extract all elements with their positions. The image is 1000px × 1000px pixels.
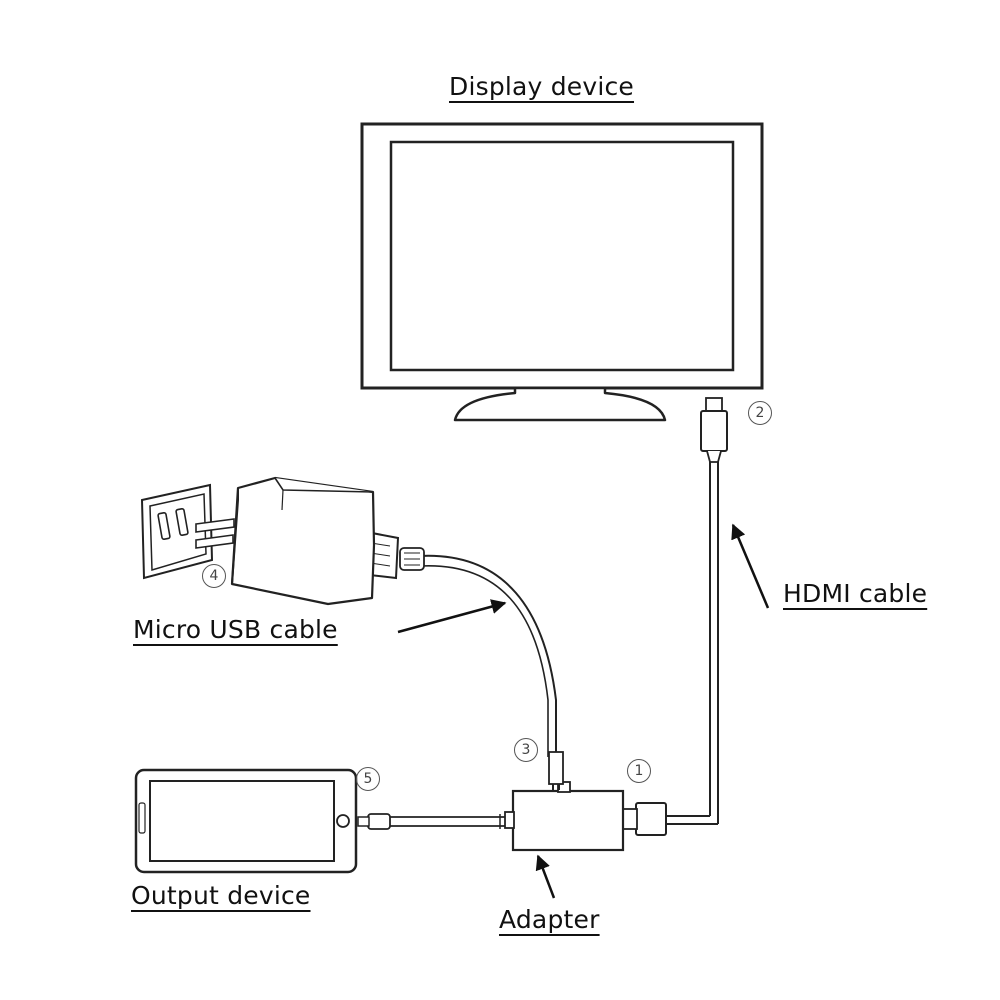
arrow-adapter [535, 854, 556, 899]
marker-5: 5 [356, 767, 380, 791]
arrow-micro-usb-cable [397, 599, 507, 634]
adapter-box [504, 781, 625, 852]
label-display-device: Display device [449, 72, 635, 101]
charger [195, 476, 376, 606]
pointer-arrows [397, 523, 770, 899]
marker-2: 2 [748, 401, 772, 425]
label-adapter: Adapter [499, 905, 600, 934]
phone-cable [357, 813, 505, 830]
phone [134, 768, 358, 874]
marker-3: 3 [514, 738, 538, 762]
label-micro-usb-cable: Micro USB cable [133, 615, 338, 644]
hdmi-cable [622, 397, 728, 836]
label-hdmi-cable: HDMI cable [783, 579, 928, 608]
label-output-device: Output device [131, 881, 311, 910]
arrow-hdmi-cable [731, 523, 770, 609]
monitor [360, 122, 764, 422]
marker-1: 1 [627, 759, 651, 783]
marker-4: 4 [202, 564, 226, 588]
wall-outlet [140, 483, 214, 580]
